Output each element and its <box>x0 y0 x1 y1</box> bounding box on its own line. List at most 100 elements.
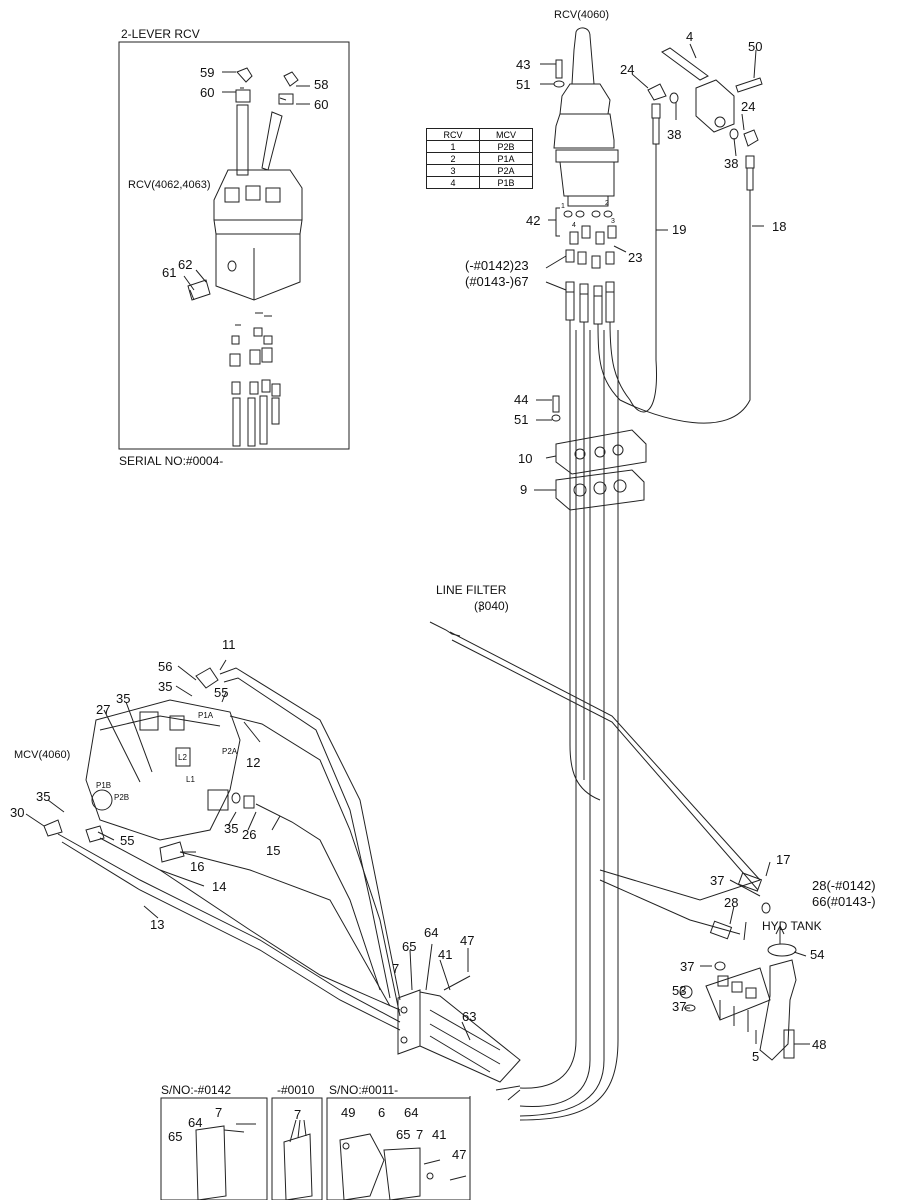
callout-56: 56 <box>158 659 173 674</box>
callout-23: 23 <box>628 250 643 265</box>
callout-35: 35 <box>224 821 239 836</box>
clamp-drawing <box>397 975 521 1083</box>
callout-37: 37 <box>672 999 687 1014</box>
gasket-10 <box>555 429 647 475</box>
callout-26: 26 <box>242 827 257 842</box>
callout-65: 65 <box>402 939 417 954</box>
callout-47: 47 <box>452 1147 467 1162</box>
caption-line-filter: LINE FILTER <box>436 583 507 597</box>
callout-38: 38 <box>724 156 739 171</box>
two-lever-rcv-drawing <box>187 67 303 447</box>
callout-62: 62 <box>178 257 193 272</box>
callout-19: 19 <box>672 222 687 237</box>
callout-42: 42 <box>526 213 541 228</box>
table-cell: P2A <box>479 164 533 177</box>
port-label-p1b: P1B <box>96 781 112 790</box>
tank-drawing <box>599 869 797 1061</box>
caption-line-filter-ref: (3040) <box>474 599 509 613</box>
port-label-p2a: P2A <box>222 747 238 756</box>
table-cell: P1B <box>479 176 533 189</box>
callout-18: 18 <box>772 219 787 234</box>
rcv-4060-drawing <box>551 27 619 422</box>
callout-14: 14 <box>212 879 227 894</box>
table-row: 3 P2A <box>426 164 533 177</box>
table-row: 4 P1B <box>426 176 533 189</box>
callout-61: 61 <box>162 265 177 280</box>
rcv-port-3: 3 <box>611 218 615 225</box>
callout-67: (#0143-)67 <box>465 274 529 289</box>
port-label-l2: L2 <box>178 753 187 762</box>
callout-35: 35 <box>116 691 131 706</box>
table-cell: 2 <box>426 152 480 165</box>
callout-37: 37 <box>710 873 725 888</box>
table-row: 1 P2B <box>426 140 533 153</box>
callout-30: 30 <box>10 805 25 820</box>
callout-12: 12 <box>246 755 261 770</box>
caption-rcv-4062-4063: RCV(4062,4063) <box>128 179 211 191</box>
rcv-port-2: 2 <box>605 200 609 207</box>
callout-24: 24 <box>620 62 635 77</box>
callout-15: 15 <box>266 843 281 858</box>
valve-4-drawing <box>647 47 763 191</box>
callout-13: 13 <box>150 917 165 932</box>
inset-frame-sn0142 <box>160 1097 268 1200</box>
callout-28-serial: 28(-#0142) <box>812 878 876 893</box>
callout-35: 35 <box>158 679 173 694</box>
callout-55: 55 <box>214 685 229 700</box>
port-label-l1: L1 <box>186 775 195 784</box>
callout-55: 55 <box>120 833 135 848</box>
callout-66: 66(#0143-) <box>812 894 876 909</box>
port-label-p1a: P1A <box>198 711 214 720</box>
table-header-row: RCV MCV <box>426 128 533 141</box>
callout-50: 50 <box>748 39 763 54</box>
callout-17: 17 <box>776 852 791 867</box>
hose-bundle <box>519 144 751 1121</box>
caption-2-lever-rcv: 2-LEVER RCV <box>121 27 200 41</box>
callout-7: 7 <box>392 961 400 976</box>
callout-43: 43 <box>516 57 531 72</box>
callout-48: 48 <box>812 1037 827 1052</box>
caption-rcv-4060: RCV(4060) <box>554 9 610 21</box>
callout-37: 37 <box>680 959 695 974</box>
table-cell: 3 <box>426 164 480 177</box>
callout-38: 38 <box>667 127 682 142</box>
table-row: 2 P1A <box>426 152 533 165</box>
callout-54: 54 <box>810 947 825 962</box>
callout-6: 6 <box>378 1105 386 1120</box>
table-header-cell: RCV <box>426 128 480 141</box>
callout-7: 7 <box>215 1105 223 1120</box>
callout-7: 7 <box>416 1127 424 1142</box>
callout-63: 63 <box>462 1009 477 1024</box>
callout-35: 35 <box>36 789 51 804</box>
callout-16: 16 <box>190 859 205 874</box>
port-label-p2b: P2B <box>114 793 130 802</box>
callout-11: 11 <box>222 637 236 652</box>
callout-49: 49 <box>341 1105 356 1120</box>
inset-frame-two-lever <box>118 41 350 450</box>
table-cell: 4 <box>426 176 480 189</box>
callout-60: 60 <box>314 97 329 112</box>
caption-hyd-tank: HYD TANK <box>762 919 822 933</box>
callout-41: 41 <box>438 947 453 962</box>
table-header-cell: MCV <box>479 128 533 141</box>
callout-60: 60 <box>200 85 215 100</box>
callout-64: 64 <box>424 925 439 940</box>
caption-sn-0142: S/NO:-#0142 <box>161 1083 232 1097</box>
callout-9: 9 <box>520 482 528 497</box>
caption-mcv-4060: MCV(4060) <box>14 749 71 761</box>
callout-27: 27 <box>96 702 111 717</box>
callout-64: 64 <box>404 1105 419 1120</box>
inset-frame-0010 <box>271 1097 323 1200</box>
caption-sn-0010: -#0010 <box>277 1083 315 1097</box>
bottom-inset-drawing <box>195 1119 467 1200</box>
callout-4: 4 <box>686 29 694 44</box>
callout-53: 53 <box>672 983 687 998</box>
callout-24: 24 <box>741 99 756 114</box>
callout-51: 51 <box>514 412 529 427</box>
mcv-drawing <box>43 667 401 1031</box>
callout-65: 65 <box>168 1129 183 1144</box>
callout-47: 47 <box>460 933 475 948</box>
callout-58: 58 <box>314 77 329 92</box>
rcv-port-4: 4 <box>572 222 576 229</box>
